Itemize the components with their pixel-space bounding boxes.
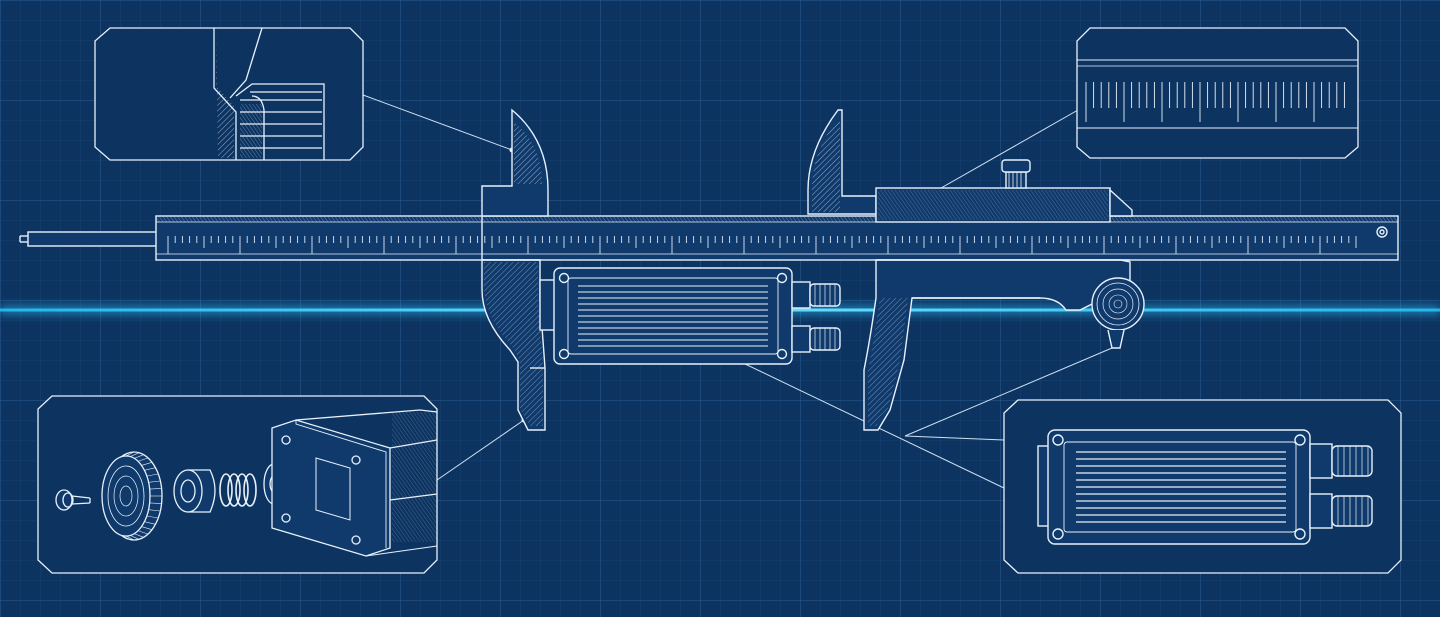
main-beam	[155, 215, 1399, 261]
sliding-jaw	[807, 109, 1145, 431]
dial-gauge-icon	[1091, 277, 1145, 349]
callout-jaw-tip-detail	[94, 27, 364, 161]
main-scale-ticks	[167, 236, 1357, 254]
vernier-caliper-icon	[19, 108, 1399, 431]
jaw-tip-icon	[213, 27, 325, 160]
vernier-scale-icon	[1077, 59, 1358, 129]
screw-icon	[55, 489, 91, 511]
callout-exploded-knob-assembly	[37, 395, 438, 574]
leader-lines	[362, 94, 1113, 489]
module-connectors	[791, 281, 841, 353]
sensor-module-icon	[539, 267, 841, 365]
bushing-icon	[173, 469, 216, 513]
fixed-jaw	[481, 108, 549, 431]
sensor-module-detail-icon	[1037, 429, 1373, 545]
depth-rod	[19, 231, 159, 247]
spring-icon	[219, 473, 257, 507]
thumb-wheel-assembly-icon	[55, 409, 438, 557]
callout-vernier-scale-detail	[1076, 27, 1359, 159]
thumb-wheel-icon	[101, 451, 163, 541]
callout-sensor-module-detail	[1003, 399, 1402, 574]
housing-plate-icon	[271, 409, 438, 557]
